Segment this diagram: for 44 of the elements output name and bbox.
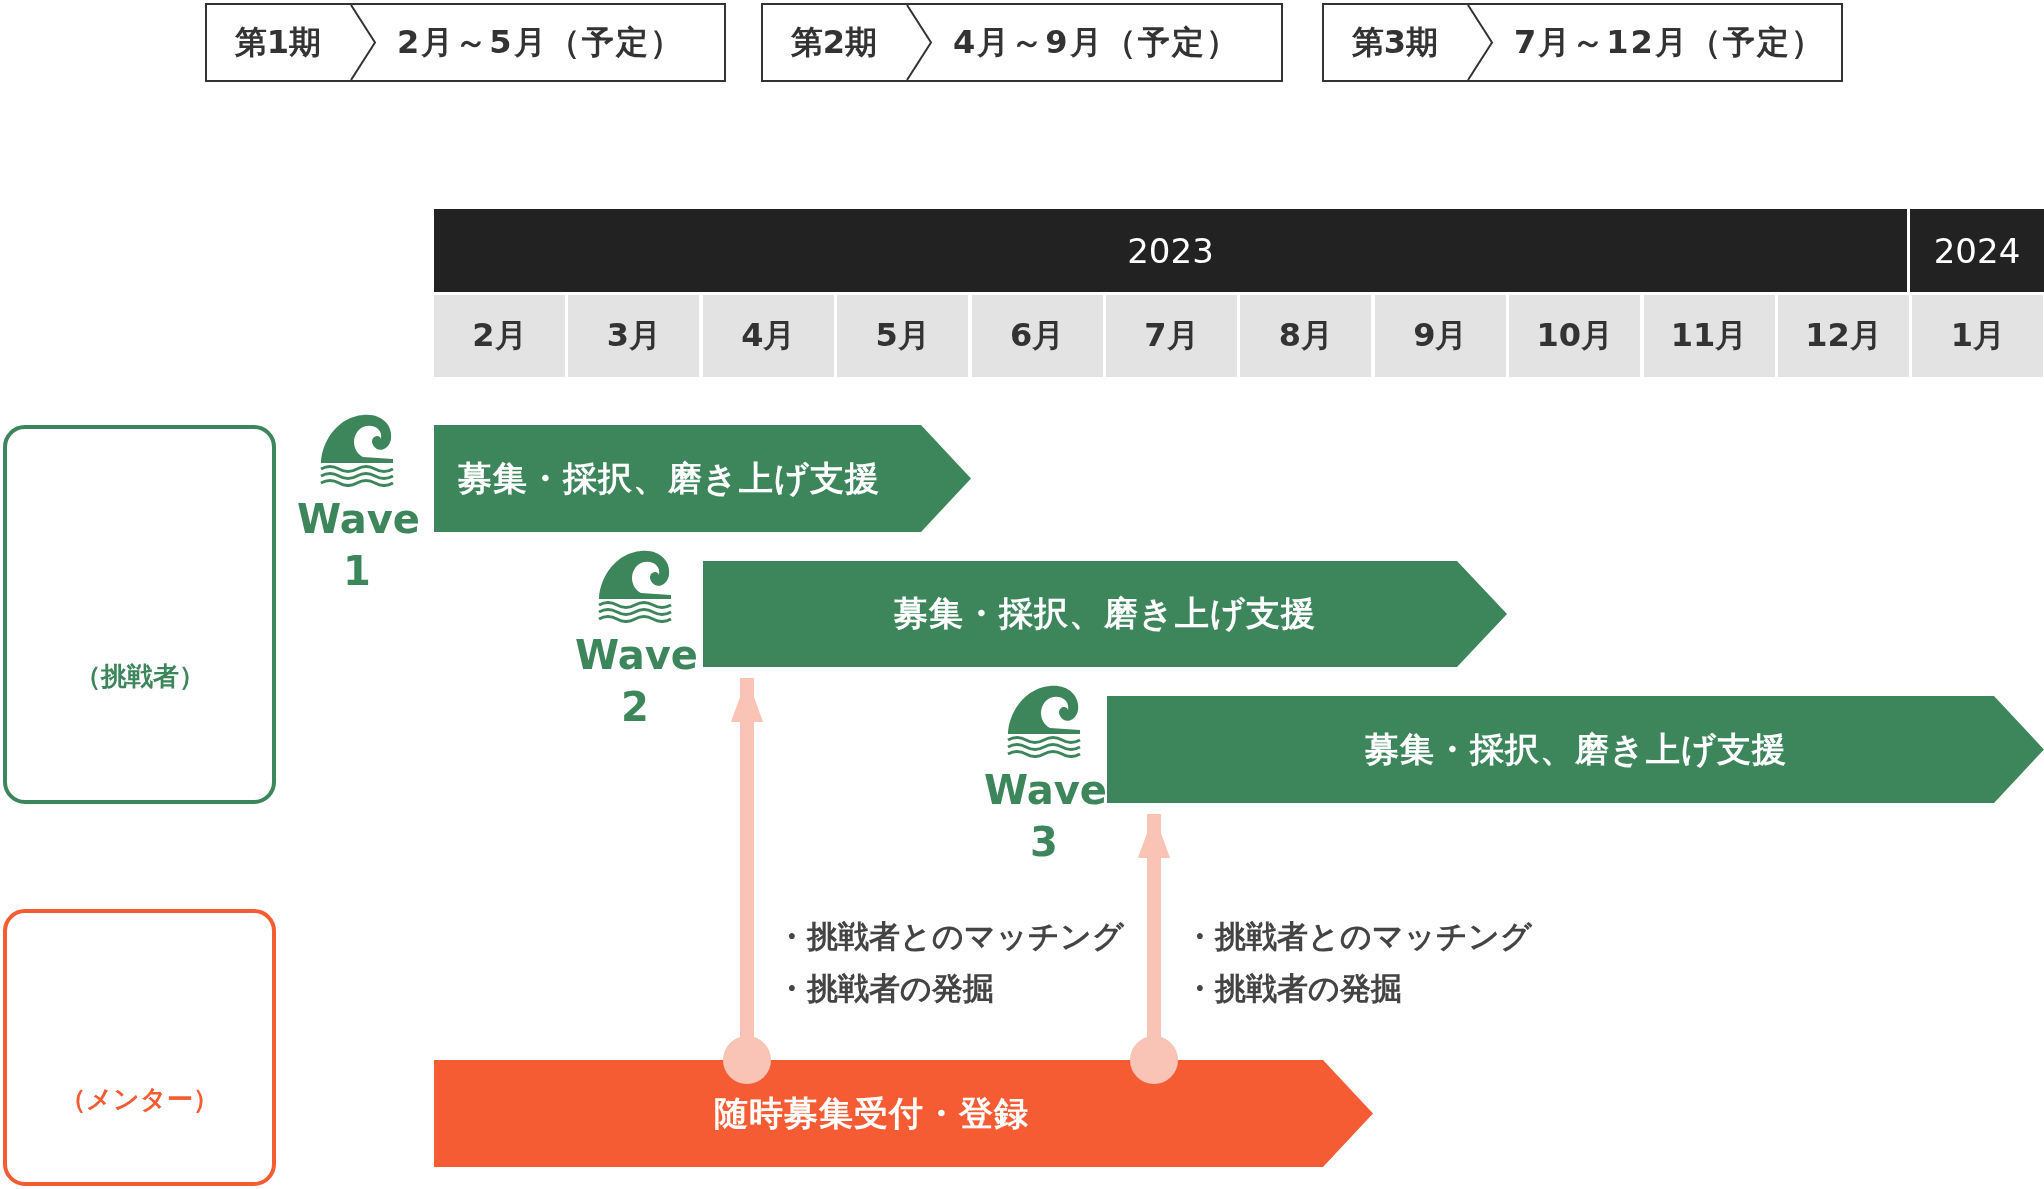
month-header: 1月: [1912, 295, 2044, 377]
month-header: 4月: [702, 295, 834, 377]
arrow: [723, 678, 771, 1084]
note-text: ・挑戦者の発掘: [1184, 969, 1402, 1008]
role-card: [3, 425, 276, 804]
band-label: 随時募集受付・登録: [713, 1091, 1030, 1135]
phase-name: 第1期: [233, 21, 323, 63]
month-header: 8月: [1240, 295, 1372, 377]
month-header: 5月: [837, 295, 969, 377]
note-text: ・挑戦者とのマッチング: [1184, 917, 1532, 956]
month-header: 11月: [1643, 295, 1775, 377]
wave-label: Wave 2: [575, 631, 695, 732]
arrow-band: [434, 1060, 1373, 1167]
phase-name: 第2期: [789, 21, 879, 63]
note-text: ・挑戦者の発掘: [776, 969, 994, 1008]
band-label: 募集・採択、磨き上げ支援: [457, 456, 881, 500]
phase-box: [1322, 3, 1843, 82]
phase-period: 4月～9月（予定）: [953, 21, 1241, 63]
note-text: ・挑戦者とのマッチング: [776, 917, 1124, 956]
month-header: 6月: [971, 295, 1103, 377]
month-header: 3月: [568, 295, 700, 377]
role-label: （挑戦者）: [73, 659, 206, 693]
phase-period: 2月～5月（予定）: [397, 21, 685, 63]
month-header: 9月: [1374, 295, 1506, 377]
month-header: 10月: [1509, 295, 1641, 377]
phase-box: [205, 3, 726, 82]
role-card: [3, 909, 276, 1186]
wave-label: Wave 3: [984, 766, 1104, 867]
year-header: 2024: [1910, 209, 2044, 292]
month-header: 12月: [1778, 295, 1909, 377]
year-header: 2023: [434, 209, 1907, 292]
role-label: （メンター）: [59, 1082, 220, 1116]
phase-name: 第3期: [1350, 21, 1440, 63]
arrow-band: [703, 561, 1507, 667]
wave-label: Wave 1: [297, 495, 417, 596]
band-label: 募集・採択、磨き上げ支援: [893, 592, 1317, 635]
phase-box: [761, 3, 1283, 82]
month-header: 2月: [434, 295, 565, 377]
phase-period: 7月～12月（予定）: [1514, 21, 1826, 63]
arrow: [1130, 814, 1178, 1084]
arrow-band: [1107, 696, 2044, 803]
month-header: 7月: [1106, 295, 1237, 377]
band-label: 募集・採択、磨き上げ支援: [1363, 727, 1788, 771]
arrow-band: [434, 425, 971, 532]
